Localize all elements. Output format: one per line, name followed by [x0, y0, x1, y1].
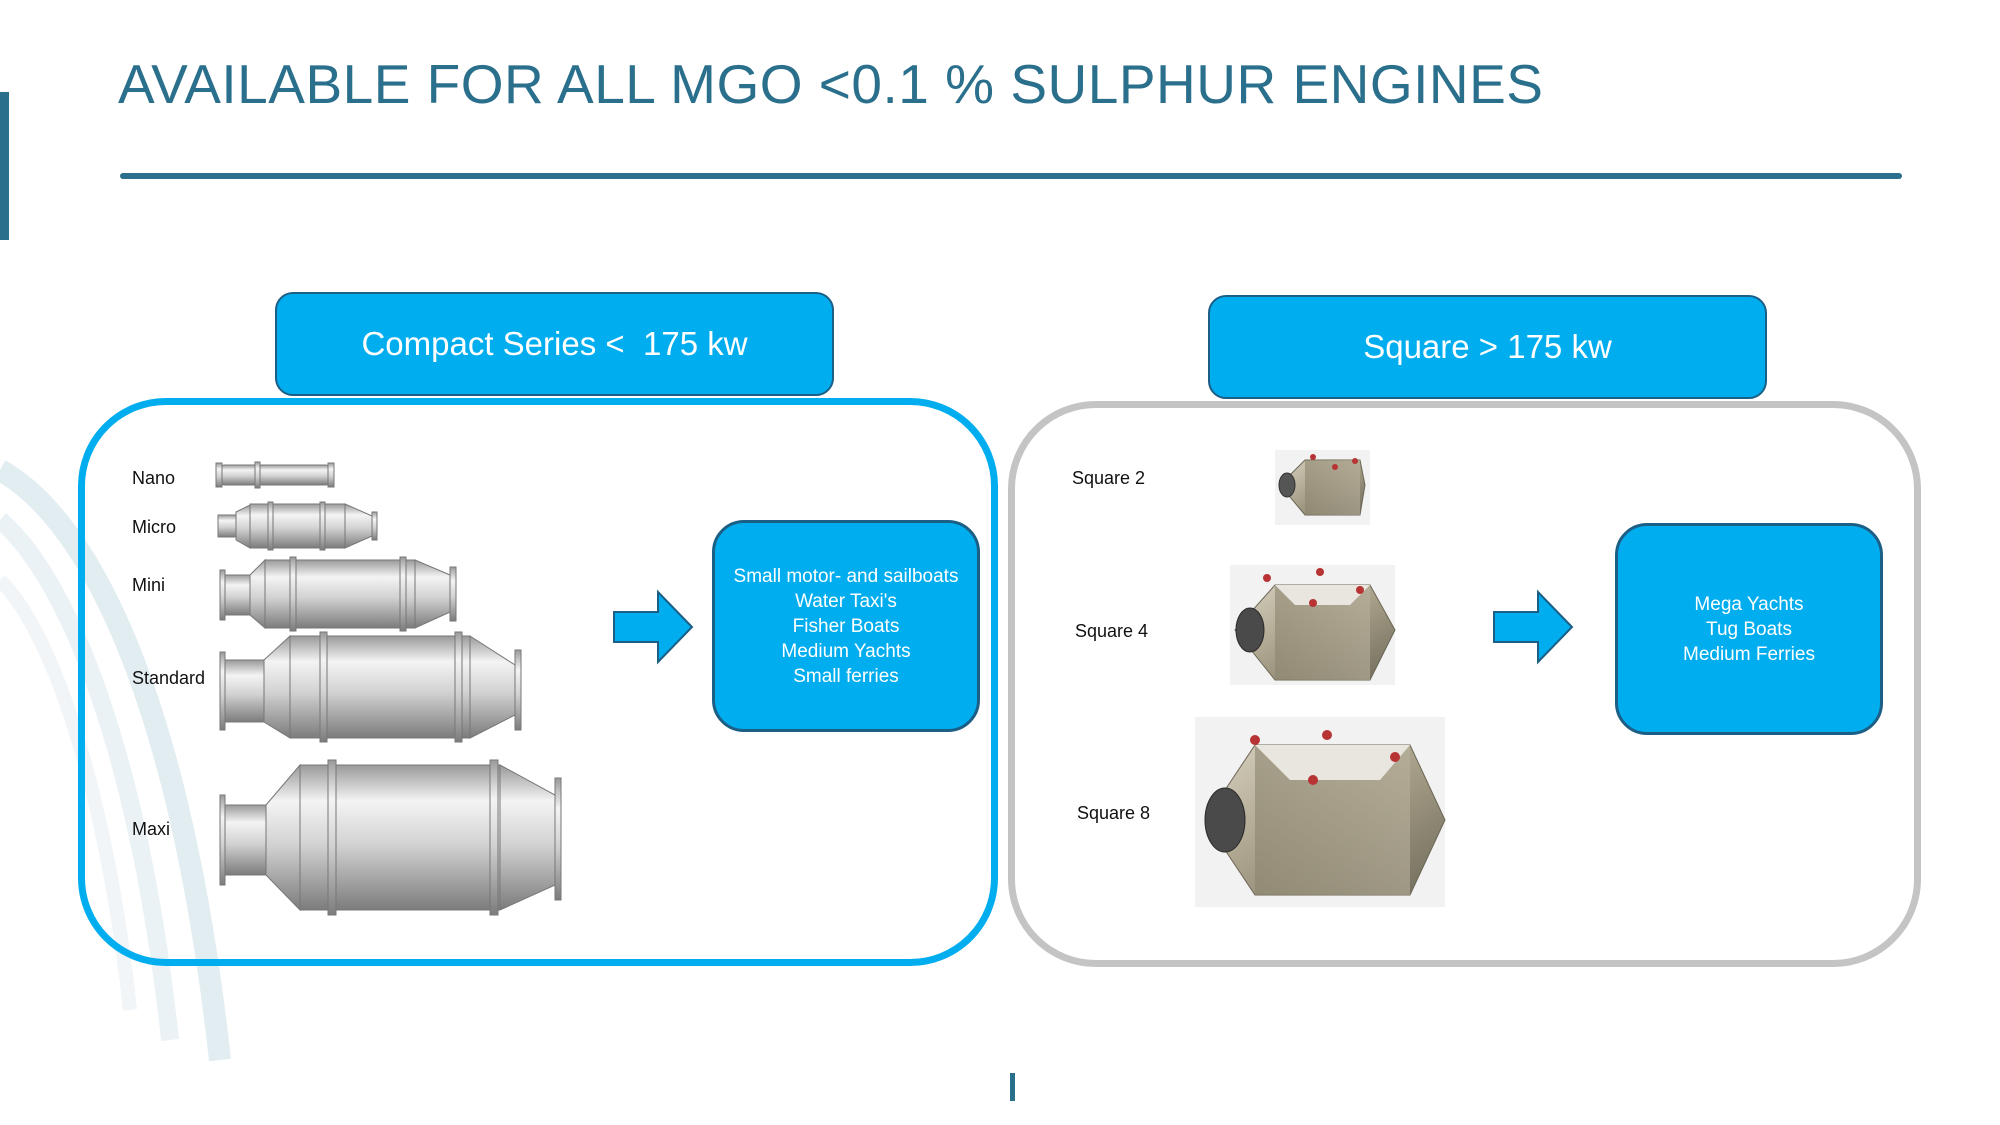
application-item: Mega Yachts: [1694, 593, 1804, 615]
page-marker: [1010, 1073, 1015, 1101]
square-applications-box: Mega Yachts Tug Boats Medium Ferries: [1615, 523, 1883, 735]
model-label-maxi: Maxi: [132, 819, 171, 839]
model-label-square-2: Square 2: [1072, 468, 1146, 488]
left-accent-bar: [0, 92, 9, 240]
mini-catalyst-icon: [219, 556, 457, 632]
title-rule: [120, 173, 1902, 179]
right-arrow-icon: [1493, 589, 1574, 665]
nano-catalyst-icon: [215, 461, 335, 489]
application-item: Medium Yachts: [781, 640, 911, 662]
standard-catalyst-icon: [219, 631, 522, 743]
compact-series-illustration: [215, 461, 562, 916]
application-item: Fisher Boats: [792, 615, 900, 637]
model-label-micro: Micro: [132, 517, 176, 537]
model-label-nano: Nano: [132, 468, 176, 488]
compact-series-panel: [78, 398, 998, 966]
square-series-illustration: [1195, 450, 1446, 907]
application-item: Medium Ferries: [1683, 643, 1815, 665]
application-item: Small motor- and sailboats: [733, 565, 959, 587]
square-4-catalyst-icon: [1230, 565, 1396, 685]
square-series-header: Square > 175 kw: [1208, 295, 1767, 399]
model-label-standard: Standard: [132, 668, 206, 688]
model-label-square-4: Square 4: [1075, 621, 1149, 641]
square-series-panel: [1008, 401, 1921, 967]
compact-series-header: Compact Series < 175 kw: [275, 292, 834, 396]
application-item: Water Taxi's: [795, 590, 897, 612]
model-label-square-8: Square 8: [1077, 803, 1151, 823]
slide-title: AVAILABLE FOR ALL MGO <0.1 % SULPHUR ENG…: [118, 53, 1544, 115]
micro-catalyst-icon: [217, 501, 378, 551]
compact-applications-box: Small motor- and sailboats Water Taxi's …: [712, 520, 980, 732]
maxi-catalyst-icon: [219, 759, 562, 916]
right-arrow-icon: [613, 589, 694, 665]
square-8-catalyst-icon: [1195, 717, 1446, 907]
application-item: Small ferries: [793, 665, 899, 687]
square-2-catalyst-icon: [1275, 450, 1370, 525]
model-label-mini: Mini: [132, 575, 166, 595]
application-item: Tug Boats: [1706, 618, 1792, 640]
